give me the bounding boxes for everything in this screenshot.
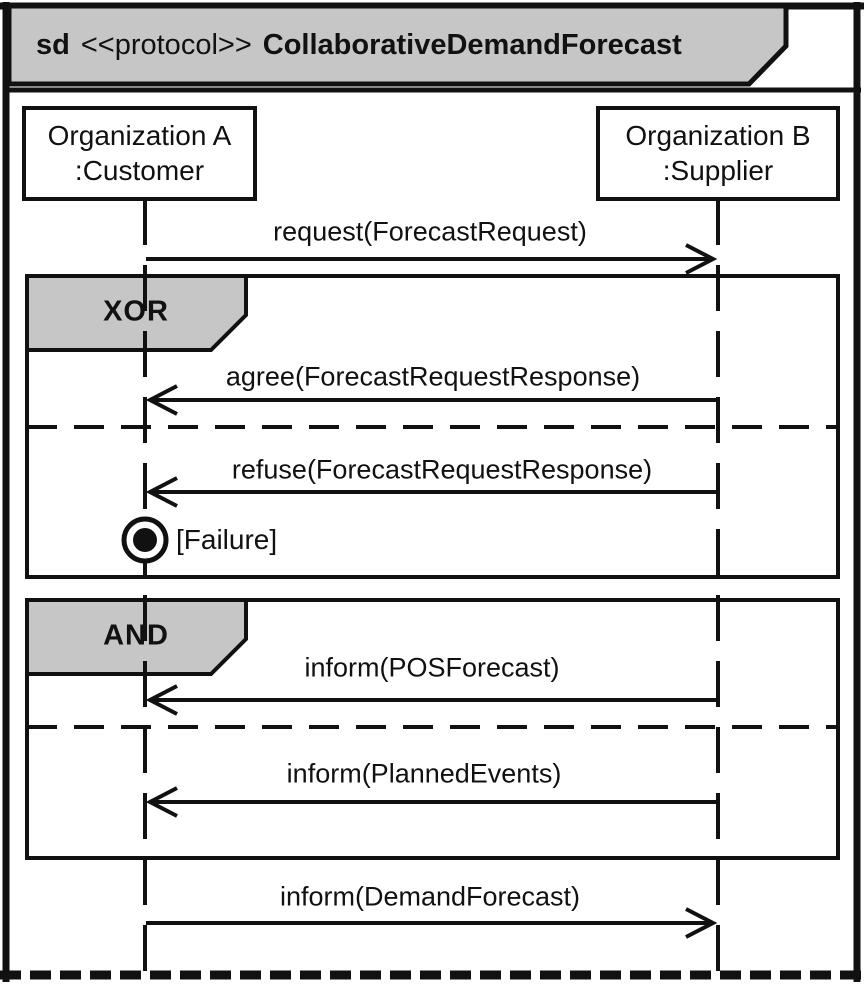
final-state-inner-circle <box>133 528 157 552</box>
customer-head-box <box>22 106 257 201</box>
inform-demand-arrowhead <box>685 907 718 939</box>
refuse-arrowhead <box>145 476 178 508</box>
inform-pos-arrowhead <box>145 684 178 716</box>
inform-planned-arrowhead <box>145 786 178 818</box>
supplier-head-box <box>596 106 840 201</box>
and-operator-pentagon <box>25 598 248 676</box>
xor-operator-pentagon <box>25 274 248 352</box>
request-arrowhead <box>685 243 718 275</box>
agree-arrowhead <box>145 384 178 416</box>
title-pentagon <box>6 3 789 87</box>
